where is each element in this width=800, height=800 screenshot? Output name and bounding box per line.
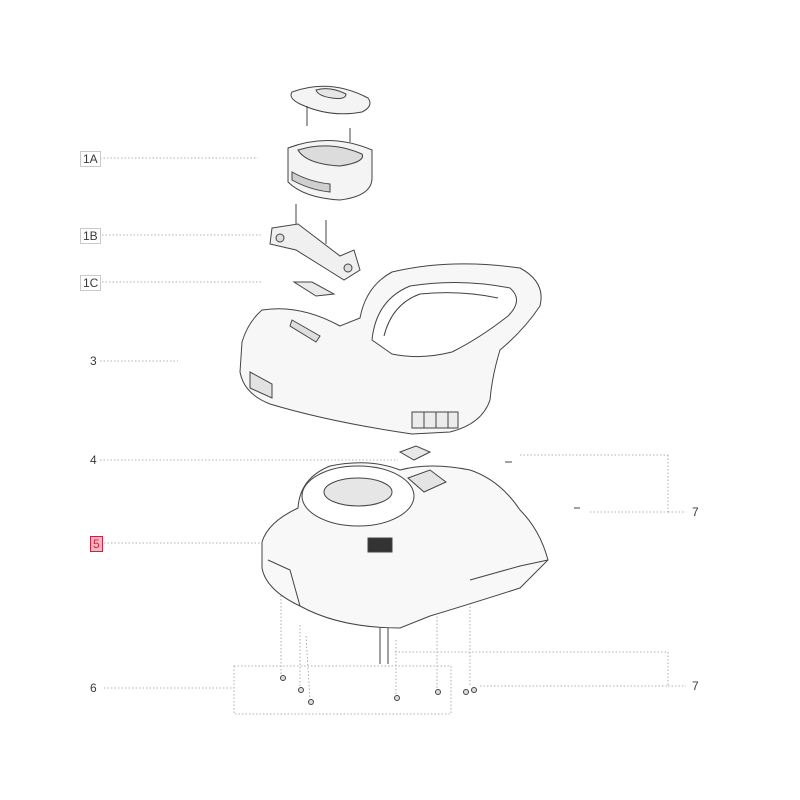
callout-3[interactable]: 3 (90, 354, 97, 368)
part-5-chassis (261, 461, 580, 664)
callout-6[interactable]: 6 (90, 681, 97, 695)
callout-1b[interactable]: 1B (80, 228, 101, 244)
callout-4[interactable]: 4 (90, 453, 97, 467)
part-1c-strip (292, 281, 336, 297)
callout-5-selected[interactable]: 5 (90, 536, 103, 552)
screws-6 (280, 675, 477, 705)
part-1a-cover (287, 85, 373, 201)
part-1b-bracket (269, 204, 361, 281)
part-3-top-shell (239, 263, 542, 435)
callout-7-top[interactable]: 7 (692, 505, 699, 519)
callout-1c[interactable]: 1C (80, 275, 102, 291)
callout-1a[interactable]: 1A (80, 151, 101, 167)
leader-lines (100, 157, 686, 715)
part-4-plate (398, 445, 432, 461)
callout-7-bottom[interactable]: 7 (692, 679, 699, 693)
